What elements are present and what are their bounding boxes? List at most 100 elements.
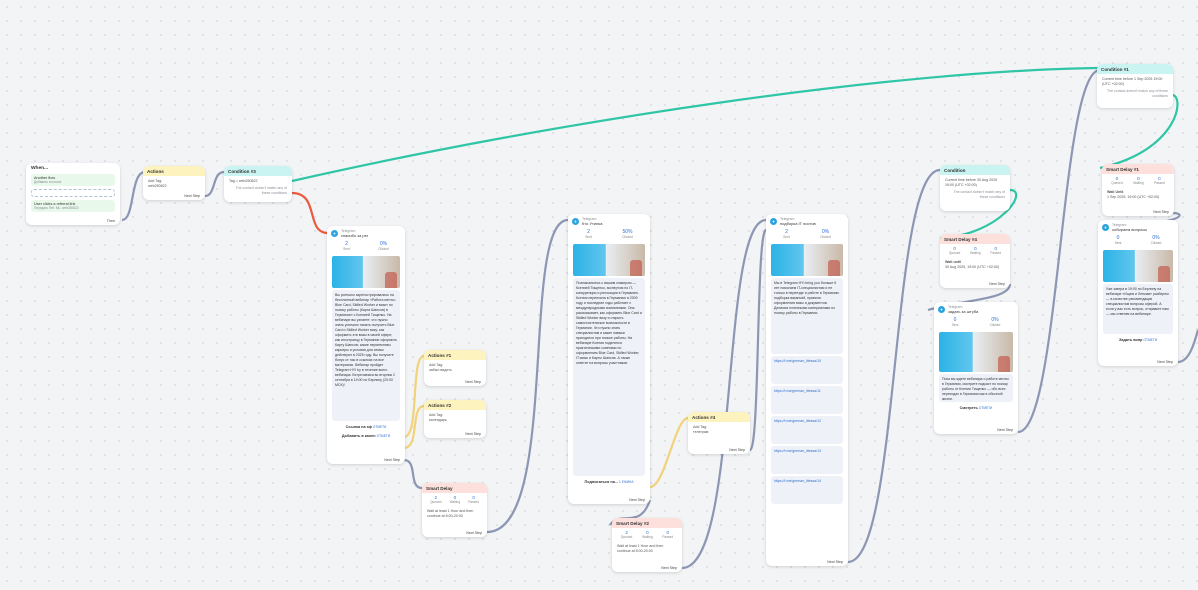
post-link[interactable]: https://t.me/german_ittessa/10 <box>774 359 822 363</box>
action-line: Add Tag: <box>429 363 444 367</box>
post-link[interactable]: https://t.me/german_ittessa/11 <box>774 389 821 393</box>
message-image <box>573 244 645 276</box>
trigger-item-another-flow[interactable]: Another flow Добавить в потоке <box>31 174 115 186</box>
delay-text: Wait until <box>945 260 962 264</box>
action-title: Actions <box>143 166 205 176</box>
next-step-label: Next Step <box>1157 360 1173 364</box>
button-tag: 1 ЕЖИНА <box>619 480 634 484</box>
next-step-label: Next Step <box>384 458 400 462</box>
next-step-label: Next Step <box>729 448 745 452</box>
action-value: забыл видеть <box>429 368 452 372</box>
link-block[interactable]: https://t.me/german_ittessa/11 <box>771 386 843 414</box>
condition-title: Condition #3 <box>224 166 292 176</box>
condition-node[interactable]: Condition Current time before 30 Aug 202… <box>940 165 1010 211</box>
message-button-ask[interactable]: Задать вопр OTMЕТИ <box>1103 336 1173 344</box>
stat-label: Passed <box>1154 181 1165 185</box>
stat-label: Queued <box>620 535 633 539</box>
channel-label: Telegram <box>1112 223 1127 227</box>
stat-clicked: 50% <box>622 229 633 235</box>
channel-label: Telegram <box>582 217 597 221</box>
stat-sent: 2 <box>785 229 788 235</box>
next-step-label: Next Step <box>661 566 677 570</box>
delay-text: Wait at least 1 Hour and then continue a… <box>427 509 474 518</box>
action-value: телеграм <box>693 430 709 434</box>
message-image <box>771 244 843 276</box>
button-tag: OTMЕТИ <box>1143 338 1157 342</box>
trigger-item-sub: Добавить в потоке <box>34 180 62 184</box>
stat-queued: 0 <box>1115 176 1119 181</box>
action-title: Actions #2 <box>424 400 486 410</box>
action-line: Add Tag: <box>693 425 708 429</box>
stat-passed: 0 <box>472 495 475 500</box>
stat-clicked: 0% <box>1152 235 1160 241</box>
stat-waiting: 0 <box>453 495 457 500</box>
stat-label: Clicked <box>820 235 831 239</box>
stat-label: Sent <box>585 235 592 239</box>
button-label: Подписаться на... <box>584 480 618 484</box>
delay-text: Wait Until <box>1107 190 1124 194</box>
action-node-2[interactable]: Actions #2 Add Tag: календарь Next Step <box>424 400 486 438</box>
action-node-tag[interactable]: Actions Add Tag: web250822 Next Step <box>143 166 205 200</box>
message-button-watch[interactable]: Смотреть OTMЕТИ <box>939 404 1013 412</box>
stat-label: Sent <box>1114 241 1122 245</box>
stat-sent: 0 <box>1116 235 1120 241</box>
action-title: Actions #4 <box>688 412 750 422</box>
next-step-label: Next Step <box>629 498 645 502</box>
action-node-4[interactable]: Actions #4 Add Tag: телеграм Next Step <box>688 412 750 454</box>
link-block[interactable]: https://t.me/german_ittessa/10 <box>771 356 843 384</box>
message-button-subscribe[interactable]: Подписаться на... 1 ЕЖИНА <box>573 478 645 486</box>
condition-rule: Current time before 1 Sep 2025 19:00 (UT… <box>1102 77 1163 86</box>
trigger-title: When... <box>31 166 49 171</box>
stat-waiting: 0 <box>1137 176 1140 181</box>
message-title: Кто Утилка <box>582 221 603 226</box>
message-button-link[interactable]: Ссылка на зф OTMЕТИ <box>332 423 400 431</box>
button-tag: OTMЕТИ <box>978 406 993 410</box>
post-link[interactable]: https://t.me/german_ittessa/14 <box>774 479 822 483</box>
stat-label: Queued <box>430 500 442 504</box>
telegram-icon: ✈ <box>1102 224 1109 231</box>
action-node-1[interactable]: Actions #1 Add Tag: забыл видеть Next St… <box>424 350 486 386</box>
stat-passed: 0 <box>1158 176 1161 181</box>
action-line: Add Tag: <box>148 179 163 183</box>
channel-label: Telegram <box>948 305 963 309</box>
stat-label: Clicked <box>989 323 1001 327</box>
button-label: Добавить в кален <box>341 434 376 438</box>
stat-label: Passed <box>468 500 479 504</box>
link-block[interactable]: https://t.me/german_ittessa/14 <box>771 476 843 504</box>
next-step-label: Next Step <box>1153 210 1169 214</box>
post-link[interactable]: https://t.me/german_ittessa/12 <box>774 419 822 423</box>
stat-passed: 0 <box>666 530 669 535</box>
condition-node-1[interactable]: Condition #1 Current time before 1 Sep 2… <box>1097 64 1173 108</box>
link-block[interactable]: https://t.me/german_ittessa/13 <box>771 446 843 474</box>
telegram-icon: ✈ <box>938 306 945 313</box>
condition-otherwise: The contact doesn't match any of these c… <box>953 190 1005 199</box>
message-text: Пока вы ждете вебинара о работе мечты в … <box>939 374 1013 402</box>
button-tag: OTMЕТИ <box>376 434 391 438</box>
condition-node-3[interactable]: Condition #3 Tag = web250822 The contact… <box>224 166 292 202</box>
stat-label: Clicked <box>378 247 389 251</box>
channel-label: Telegram <box>341 229 356 233</box>
stat-label: Sent <box>951 323 959 327</box>
stat-clicked: 0% <box>991 317 999 323</box>
condition-title: Condition <box>940 165 1010 175</box>
trigger-item-referral[interactable]: User clicks a referral link Передать Ref… <box>31 200 115 212</box>
stat-waiting: 0 <box>974 246 977 251</box>
action-value: календарь <box>429 418 447 422</box>
post-link[interactable]: https://t.me/german_ittessa/13 <box>774 449 822 453</box>
link-block[interactable]: https://t.me/german_ittessa/12 <box>771 416 843 444</box>
next-step-label: Next Step <box>989 282 1005 286</box>
condition-rule: Current time before 30 Aug 2025 19:00 (U… <box>945 178 998 187</box>
next-step-label: Next Step <box>827 560 843 564</box>
message-button-calendar[interactable]: Добавить в кален OTMЕТИ <box>332 432 400 440</box>
trigger-node[interactable]: When... Another flow Добавить в потоке U… <box>26 163 120 225</box>
add-trigger-slot[interactable] <box>31 189 115 197</box>
